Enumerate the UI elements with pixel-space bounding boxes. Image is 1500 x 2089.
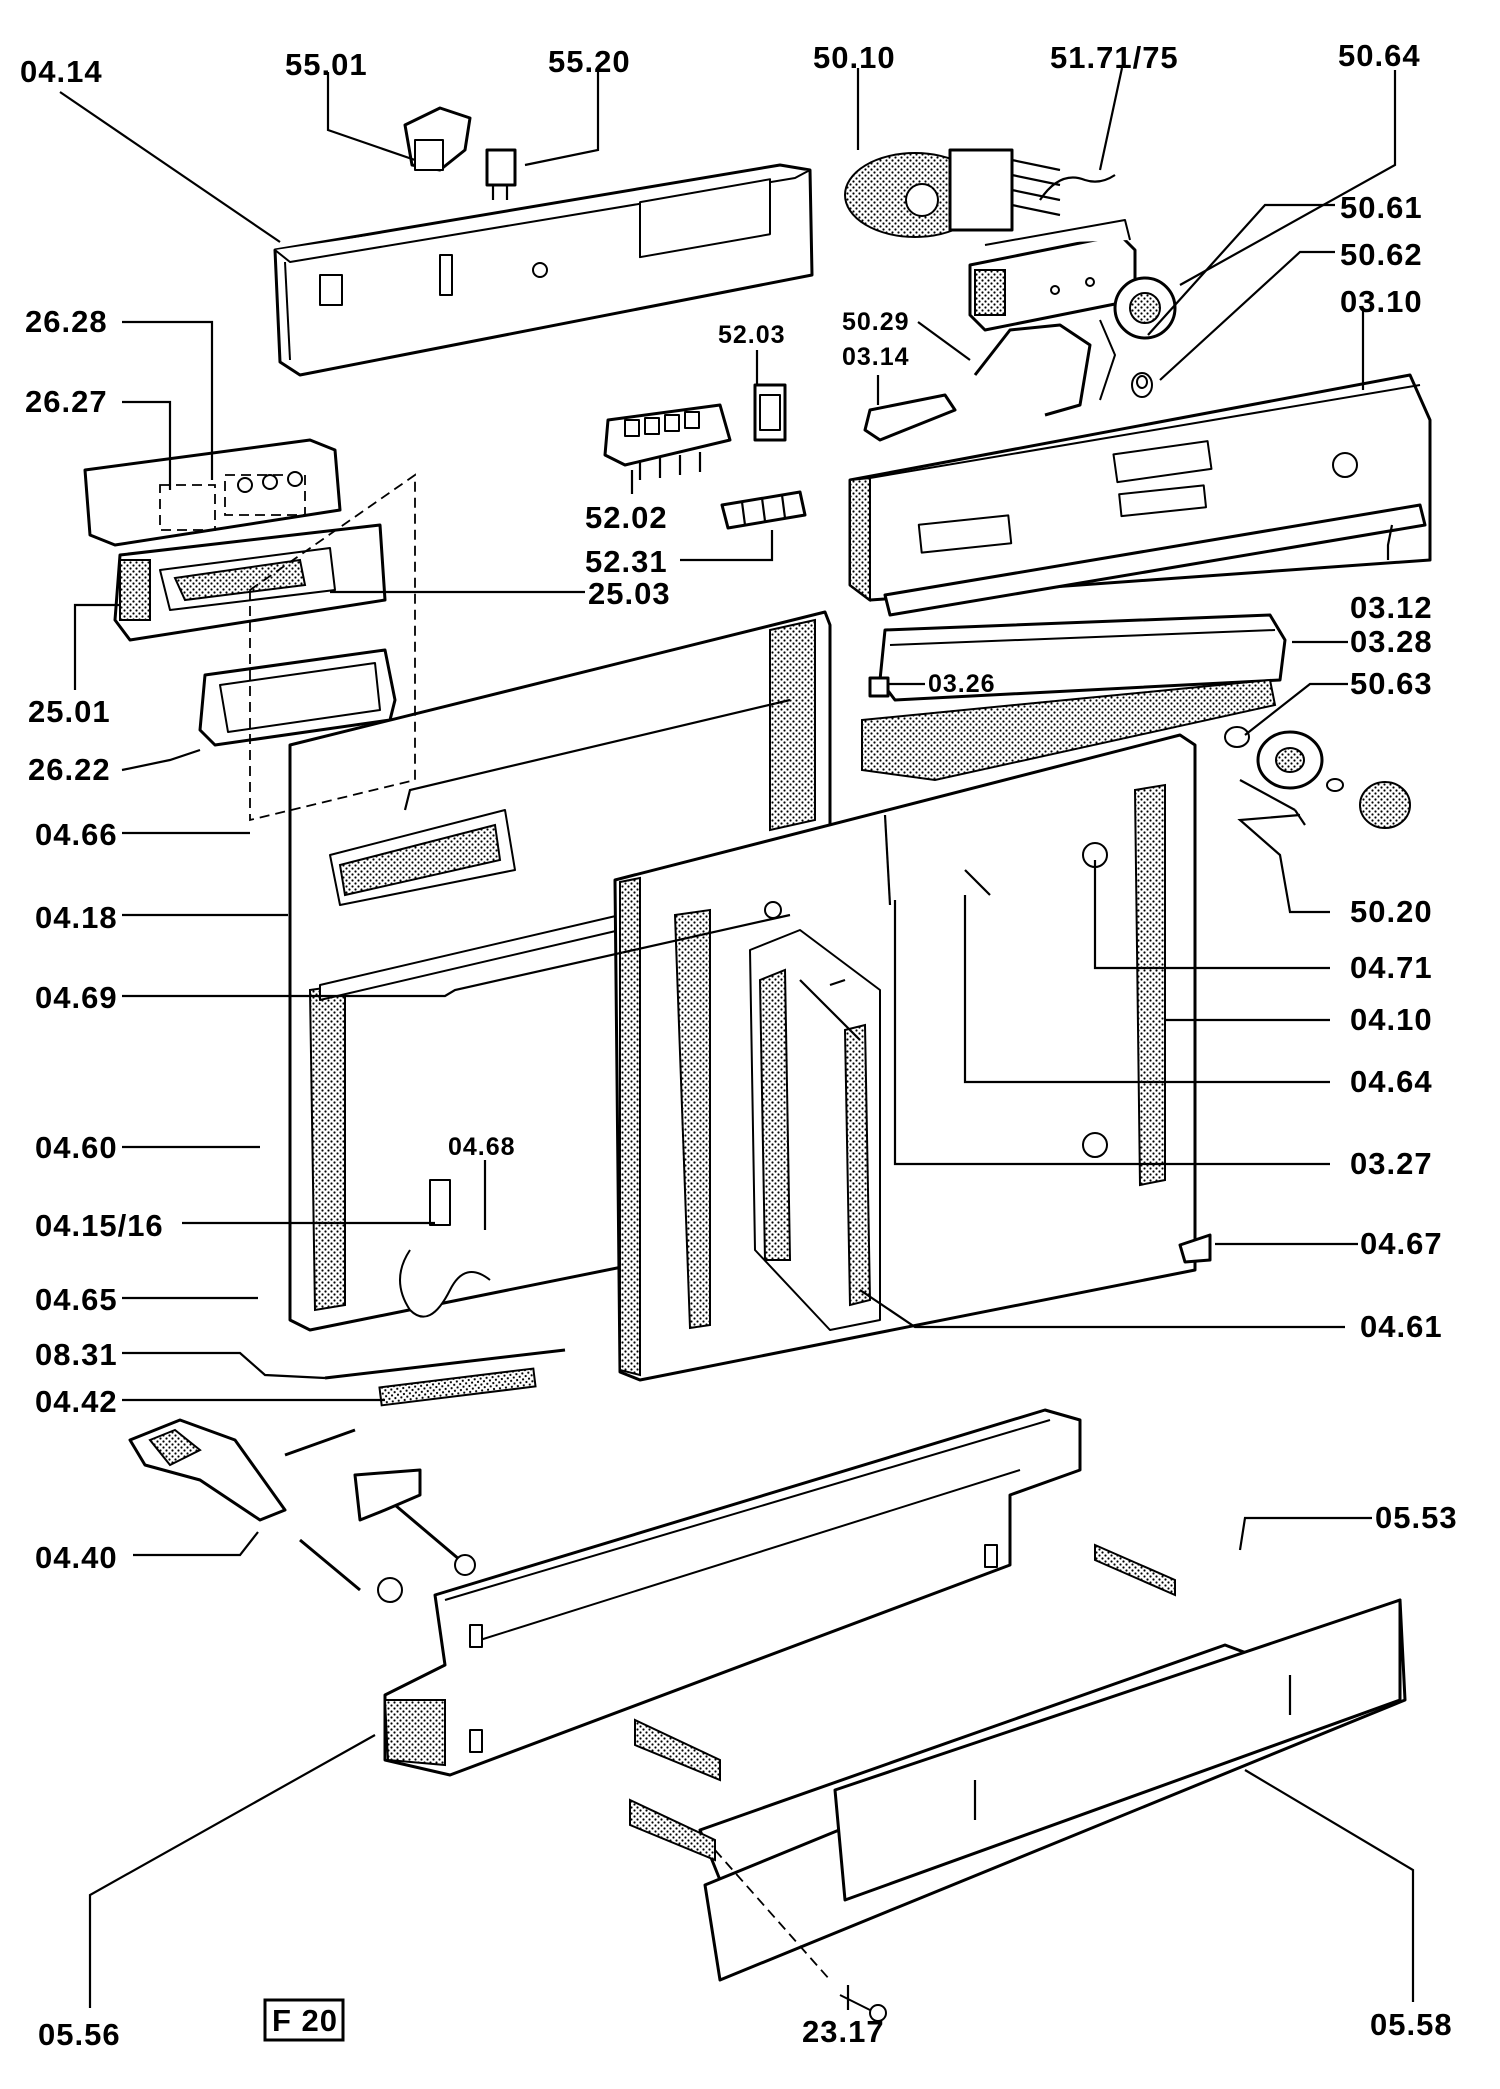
part-05-56-base-frame [383, 1408, 1082, 1777]
label-03-14: 03.14 [842, 343, 910, 371]
label-55-01: 55.01 [285, 47, 368, 82]
label-04-69: 04.69 [35, 980, 118, 1015]
label-52-02: 52.02 [585, 500, 668, 535]
label-03-27: 03.27 [1350, 1146, 1433, 1181]
label-50-29: 50.29 [842, 308, 910, 336]
label-04-61: 04.61 [1360, 1309, 1443, 1344]
label-04-14: 04.14 [20, 54, 103, 89]
label-50-63: 50.63 [1350, 666, 1433, 701]
label-03-12: 03.12 [1350, 590, 1433, 625]
part-23-17-screw [714, 1849, 887, 2022]
label-04-67: 04.67 [1360, 1226, 1443, 1261]
label-04-40: 04.40 [35, 1540, 118, 1575]
part-55-20-microswitch [485, 148, 517, 200]
part-52-31-buttons [720, 490, 807, 530]
label-55-20: 55.20 [548, 44, 631, 79]
label-03-10: 03.10 [1340, 284, 1423, 319]
label-50-61: 50.61 [1340, 190, 1423, 225]
part-50-64-cam-disc [1113, 276, 1177, 340]
label-23-17: 23.17 [802, 2014, 885, 2049]
label-04-64: 04.64 [1350, 1064, 1433, 1099]
part-26-27-dispenser-lid [83, 438, 342, 547]
label-04-60: 04.60 [35, 1130, 118, 1165]
label-25-01: 25.01 [28, 694, 111, 729]
part-50-29-linkage [973, 319, 1116, 417]
label-25-03: 25.03 [588, 576, 671, 611]
part-08-31-rod [324, 1348, 566, 1380]
label-03-28: 03.28 [1350, 624, 1433, 659]
label-26-28: 26.28 [25, 304, 108, 339]
leader-lines [59, 67, 1415, 2010]
part-03-12-strip [883, 503, 1427, 617]
figure-code-box: F 20 [263, 1998, 345, 2042]
part-04-40-hinge-parts [128, 1418, 476, 1603]
part-26-22-seal [198, 648, 397, 747]
label-05-53: 05.53 [1375, 1500, 1458, 1535]
label-05-56: 05.56 [38, 2017, 121, 2052]
label-04-68: 04.68 [448, 1133, 516, 1161]
part-04-14-panel-bracket [273, 163, 814, 377]
label-50-64: 50.64 [1338, 38, 1421, 73]
label-04-15-16: 04.15/16 [35, 1208, 164, 1243]
part-50-20-knob-assembly [1224, 726, 1411, 829]
label-04-18: 04.18 [35, 900, 118, 935]
label-05-58: 05.58 [1370, 2007, 1453, 2042]
part-25-01-dispenser-body [113, 523, 387, 642]
label-52-03: 52.03 [718, 321, 786, 349]
label-51-71-75: 51.71/75 [1050, 40, 1179, 75]
part-03-14-bracket [863, 393, 957, 442]
part-05-58-kick-plate [703, 1598, 1407, 1982]
label-04-10: 04.10 [1350, 1002, 1433, 1037]
label-26-27: 26.27 [25, 384, 108, 419]
label-52-31: 52.31 [585, 544, 668, 579]
part-50-10-timer-motor [844, 148, 1116, 238]
label-03-26: 03.26 [928, 670, 996, 698]
label-04-65: 04.65 [35, 1282, 118, 1317]
label-04-42: 04.42 [35, 1384, 118, 1419]
figure-code: F 20 [272, 2003, 338, 2038]
label-04-71: 04.71 [1350, 950, 1433, 985]
part-04-10-outer-door [613, 733, 1197, 1382]
part-03-28-trim [861, 613, 1287, 782]
part-04-67-clip [1178, 1233, 1212, 1264]
label-50-20: 50.20 [1350, 894, 1433, 929]
part-52-02-switch-block [603, 403, 732, 480]
part-55-01-switch [403, 106, 472, 172]
part-50-62-spring [1131, 372, 1153, 398]
label-50-10: 50.10 [813, 40, 896, 75]
part-04-42-spring [378, 1367, 537, 1407]
label-50-62: 50.62 [1340, 237, 1423, 272]
part-labels: 04.14 55.01 55.20 50.10 51.71/75 50.64 5… [20, 38, 1458, 2052]
part-03-26-clip [868, 676, 890, 698]
label-26-22: 26.22 [28, 752, 111, 787]
part-52-03-relay [753, 383, 787, 442]
label-04-66: 04.66 [35, 817, 118, 852]
label-08-31: 08.31 [35, 1337, 118, 1372]
part-timer-block [968, 219, 1137, 332]
